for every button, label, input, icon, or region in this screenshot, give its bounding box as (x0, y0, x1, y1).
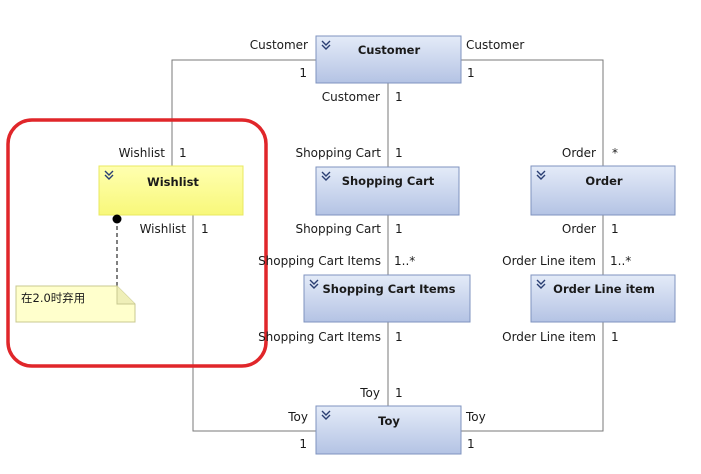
role-label: Customer (322, 90, 380, 104)
multiplicity-label: 1 (201, 222, 209, 236)
role-label: Order (562, 146, 596, 160)
chevron-down-icon[interactable] (321, 410, 331, 420)
role-label: Toy (465, 410, 486, 424)
chevron-down-icon[interactable] (536, 170, 546, 180)
multiplicity-label: 1 (395, 330, 403, 344)
multiplicity-label: 1 (395, 90, 403, 104)
multiplicity-label: 1 (395, 386, 403, 400)
entity-title: Toy (378, 414, 400, 428)
role-label: Customer (250, 38, 308, 52)
multiplicity-label: 1 (467, 66, 475, 80)
role-label: Shopping Cart Items (258, 330, 381, 344)
multiplicity-label: 1 (611, 222, 619, 236)
entity-toy[interactable]: Toy (315, 405, 462, 455)
entity-title: Wishlist (147, 175, 199, 189)
role-label: Order (562, 222, 596, 236)
entity-title: Customer (358, 43, 421, 57)
chevron-down-icon[interactable] (104, 170, 114, 180)
connectors (171, 59, 604, 432)
role-label: Shopping Cart Items (258, 254, 381, 268)
chevron-down-icon[interactable] (536, 279, 546, 289)
multiplicity-label: 1 (299, 66, 307, 80)
role-label: Wishlist (140, 222, 187, 236)
note-text: 在2.0时弃用 (21, 291, 85, 305)
role-label: Shopping Cart (295, 146, 381, 160)
entity-title: Order Line item (553, 282, 655, 296)
chevron-down-icon[interactable] (321, 171, 331, 181)
entity-title: Shopping Cart (342, 174, 435, 188)
entity-order-line-item[interactable]: Order Line item (530, 274, 676, 323)
entity-shopping-cart-items[interactable]: Shopping Cart Items (303, 274, 471, 323)
multiplicity-label: 1..* (394, 254, 415, 268)
multiplicity-label: 1 (179, 146, 187, 160)
entity-shopping-cart[interactable]: Shopping Cart (315, 166, 460, 216)
role-label: Toy (287, 410, 308, 424)
highlight-frame (6, 118, 268, 368)
multiplicity-label: 1 (611, 330, 619, 344)
entity-title: Order (585, 174, 622, 188)
association-labels: Customer 1 Customer 1 Customer 1 Wishlis… (119, 38, 632, 451)
chevron-down-icon[interactable] (321, 40, 331, 50)
chevron-down-icon[interactable] (309, 279, 319, 289)
link-customer-wishlist (171, 59, 316, 166)
link-wishlist-toy (192, 215, 316, 432)
role-label: Shopping Cart (295, 222, 381, 236)
entity-customer[interactable]: Customer (315, 35, 462, 84)
multiplicity-label: 1 (395, 146, 403, 160)
role-label: Wishlist (119, 146, 166, 160)
multiplicity-label: * (612, 146, 618, 160)
note-anchor-dot (112, 214, 122, 224)
link-lineitem-toy (461, 322, 604, 432)
multiplicity-label: 1..* (610, 254, 631, 268)
multiplicity-label: 1 (299, 437, 307, 451)
role-label: Toy (359, 386, 380, 400)
entity-wishlist[interactable]: Wishlist (98, 165, 244, 216)
multiplicity-label: 1 (467, 437, 475, 451)
role-label: Customer (466, 38, 524, 52)
entity-title: Shopping Cart Items (323, 282, 456, 296)
role-label: Order Line item (502, 254, 596, 268)
link-customer-order (461, 59, 604, 166)
comment-note[interactable]: 在2.0时弃用 (15, 214, 136, 323)
role-label: Order Line item (502, 330, 596, 344)
multiplicity-label: 1 (395, 222, 403, 236)
entity-order[interactable]: Order (530, 165, 676, 216)
